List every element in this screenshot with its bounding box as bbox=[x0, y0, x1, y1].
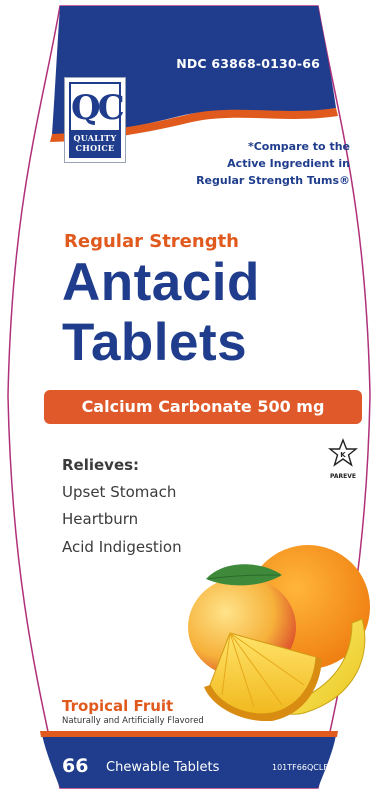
qc-logo-choice: CHOICE bbox=[75, 143, 115, 153]
flavor-name: Tropical Fruit bbox=[62, 697, 174, 715]
strength-label: Regular Strength bbox=[64, 231, 239, 252]
compare-line-2: Active Ingredient in bbox=[227, 157, 350, 170]
relief-item-acid-indigestion: Acid Indigestion bbox=[62, 538, 182, 556]
tropical-fruit-illustration bbox=[188, 545, 370, 721]
qc-logo-frame: QC QUALITY CHOICE bbox=[69, 82, 125, 158]
tablet-description: Chewable Tablets bbox=[106, 760, 220, 775]
pareve-label: PAREVE bbox=[330, 473, 356, 480]
flavor-note: Naturally and Artificially Flavored bbox=[62, 716, 204, 726]
tablet-count: 66 bbox=[62, 755, 89, 777]
compare-line-3: Regular Strength Tums® bbox=[196, 174, 350, 187]
bottom-blue-band bbox=[42, 735, 336, 788]
qc-logo-band: QUALITY CHOICE bbox=[71, 130, 119, 156]
ingredient-banner: Calcium Carbonate 500 mg bbox=[44, 390, 362, 424]
product-name-line-1: Antacid bbox=[62, 253, 260, 312]
product-code: 101TF66QCLF bbox=[272, 763, 328, 772]
relieves-heading: Relieves: bbox=[62, 456, 140, 474]
qc-logo: QC QUALITY CHOICE bbox=[64, 77, 126, 163]
qc-logo-quality: QUALITY bbox=[73, 133, 117, 143]
bottom-orange-stripe bbox=[40, 731, 338, 737]
mango-leaf bbox=[206, 564, 282, 586]
relief-item-upset-stomach: Upset Stomach bbox=[62, 483, 177, 501]
ndc-number: NDC 63868-0130-66 bbox=[176, 56, 320, 71]
qc-logo-letters: QC bbox=[71, 88, 125, 128]
kosher-star-icon: K bbox=[328, 438, 358, 467]
compare-statement: *Compare to the Active Ingredient in Reg… bbox=[170, 138, 350, 189]
relief-item-heartburn: Heartburn bbox=[62, 510, 139, 528]
compare-line-1: *Compare to the bbox=[247, 140, 350, 153]
product-name-line-2: Tablets bbox=[62, 313, 248, 372]
ingredient-text: Calcium Carbonate 500 mg bbox=[81, 397, 325, 416]
kosher-symbol: K bbox=[340, 451, 346, 459]
